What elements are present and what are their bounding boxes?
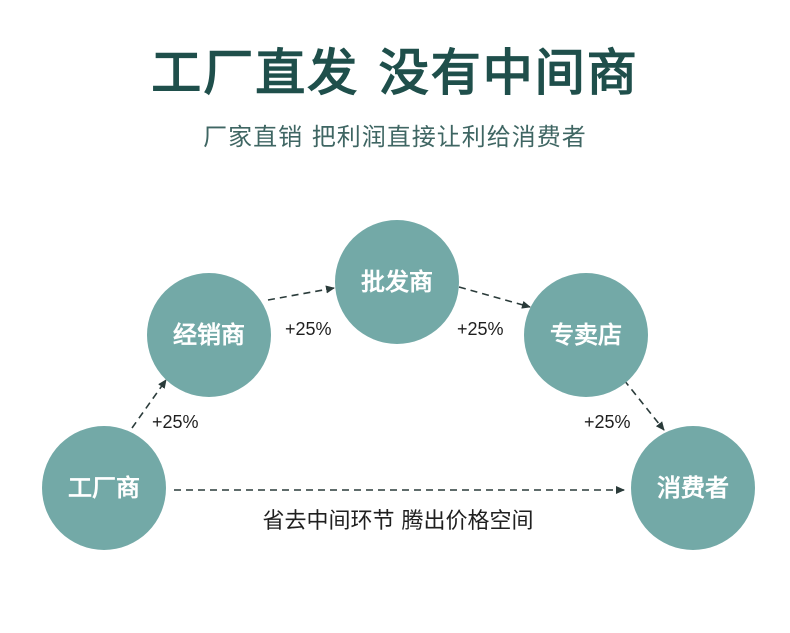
node-wholesaler-circle [335, 220, 459, 344]
edge-label-wholesaler-store: +25% [457, 319, 504, 339]
edge-wholesaler-to-store [458, 286, 531, 309]
node-consumer-circle [631, 426, 755, 550]
edge-label-factory-distributor: +25% [152, 412, 199, 432]
node-consumer-label: 消费者 [657, 474, 729, 502]
node-store-label: 专卖店 [550, 321, 622, 349]
direct-path-caption: 省去中间环节 腾出价格空间 [263, 509, 534, 534]
edge-distributor-to-wholesaler [267, 285, 335, 301]
edge-store-to-consumer [623, 379, 665, 431]
node-wholesaler: 批发商 [335, 220, 459, 344]
node-distributor-circle [147, 273, 271, 397]
node-store: 专卖店 [524, 273, 648, 397]
node-store-circle [524, 273, 648, 397]
node-factory-label: 工厂商 [68, 474, 140, 502]
node-factory: 工厂商 [42, 426, 166, 550]
node-consumer: 消费者 [631, 426, 755, 550]
node-distributor-label: 经销商 [173, 321, 245, 349]
edge-label-store-consumer: +25% [584, 412, 631, 432]
edge-label-distributor-wholesaler: +25% [285, 319, 332, 339]
page-subtitle: 厂家直销 把利润直接让利给消费者 [203, 123, 587, 151]
node-factory-circle [42, 426, 166, 550]
edge-factory-to-distributor [131, 379, 167, 429]
page-title: 工厂直发 没有中间商 [151, 44, 639, 102]
node-distributor: 经销商 [147, 273, 271, 397]
node-wholesaler-label: 批发商 [361, 268, 433, 296]
